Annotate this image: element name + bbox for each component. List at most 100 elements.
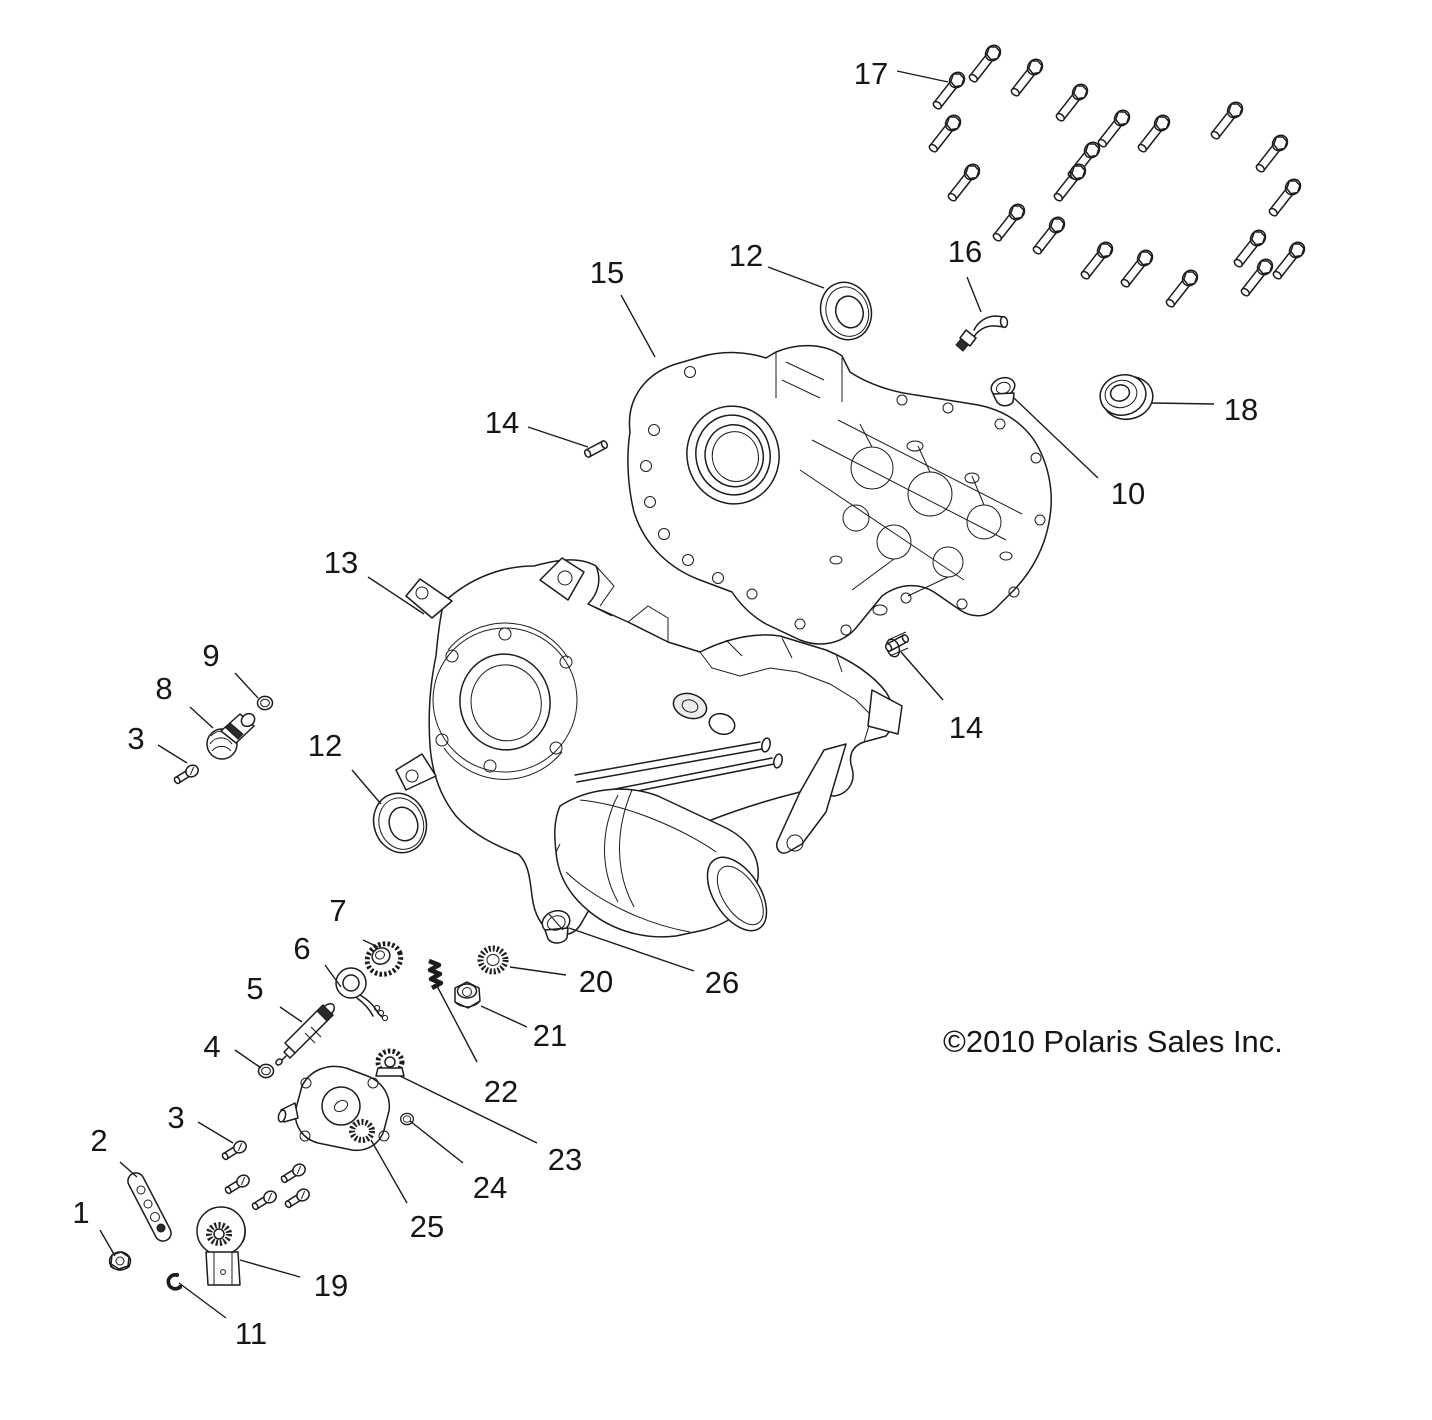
case-bolt-17 (1269, 238, 1309, 283)
callout-leader-20 (509, 966, 567, 976)
part-detent-plunger-5 (275, 1002, 336, 1066)
callout-leader-7 (362, 939, 379, 948)
case-bolt-17 (1265, 175, 1305, 220)
part-nut-21 (454, 981, 481, 1009)
part-shift-weight-6 (335, 967, 389, 1022)
part-bearing-18 (1099, 374, 1154, 421)
callout-leader-24 (409, 1120, 464, 1164)
part-crankcase-inner-13 (395, 557, 909, 938)
callout-leader-13 (367, 576, 425, 615)
callout-leader-21 (480, 1005, 528, 1028)
part-nut-1 (108, 1251, 132, 1271)
callout-number-20: 20 (579, 964, 613, 999)
part-spring-22 (427, 958, 444, 990)
callout-number-10: 10 (1111, 476, 1145, 511)
callout-leader-12b (351, 769, 382, 805)
callout-number-3a: 3 (127, 721, 144, 756)
callout-number-12b: 12 (308, 728, 342, 763)
part-crankcase-outer-15 (627, 344, 1052, 645)
callout-leader-19 (239, 1259, 301, 1278)
callout-number-4: 4 (203, 1029, 220, 1064)
callout-number-22: 22 (484, 1074, 518, 1109)
callout-number-1: 1 (72, 1195, 89, 1230)
callout-number-6: 6 (293, 931, 310, 966)
callout-leader-15 (620, 294, 656, 358)
callout-number-25: 25 (410, 1209, 444, 1244)
case-bolt-17 (1050, 160, 1090, 205)
part-roller-arm-19 (196, 1206, 246, 1286)
callout-number-14a: 14 (485, 405, 519, 440)
part-oring-9 (256, 695, 274, 711)
part-bolt-3-lower (219, 1138, 250, 1164)
case-bolt-17 (1252, 131, 1292, 176)
part-gear-20 (477, 945, 509, 975)
callout-number-14b: 14 (949, 710, 983, 745)
callout-number-5: 5 (246, 971, 263, 1006)
part-oil-pump-25 (277, 1065, 391, 1152)
screw-cluster (222, 1161, 313, 1214)
callout-number-2: 2 (90, 1123, 107, 1158)
callout-number-7: 7 (329, 893, 346, 928)
part-drain-plug-26 (541, 909, 571, 944)
part-eclip-11 (166, 1272, 183, 1291)
bolt-field (925, 41, 1309, 311)
callout-number-19: 19 (314, 1268, 348, 1303)
callout-leader-23 (399, 1075, 538, 1144)
callout-leader-26 (568, 927, 695, 972)
case-bolt-17 (1029, 213, 1069, 258)
case-bolt-17 (1207, 98, 1247, 143)
case-bolt-17 (929, 68, 969, 113)
part-gear-23 (375, 1048, 405, 1077)
callout-number-11: 11 (235, 1316, 267, 1351)
part-seal-12-lower (372, 792, 428, 854)
callout-number-23: 23 (548, 1142, 582, 1177)
case-bolt-17 (1117, 246, 1157, 291)
callout-number-3b: 3 (167, 1100, 184, 1135)
callout-number-13: 13 (324, 545, 358, 580)
case-bolt-17 (1007, 55, 1047, 100)
callout-leader-2 (119, 1161, 138, 1178)
callout-number-9: 9 (202, 638, 219, 673)
callout-number-26: 26 (705, 965, 739, 1000)
case-bolt-17 (1077, 238, 1117, 283)
case-bolt-17 (1162, 266, 1202, 311)
callout-leader-3b (197, 1121, 234, 1144)
callout-leader-18 (1151, 402, 1215, 405)
callout-number-8: 8 (155, 671, 172, 706)
callout-number-21: 21 (533, 1018, 567, 1053)
callout-number-16: 16 (948, 234, 982, 269)
callout-leader-6 (324, 964, 342, 988)
callout-leader-16 (966, 276, 982, 313)
part-gear-7 (364, 941, 404, 977)
callout-number-24: 24 (473, 1170, 507, 1205)
callout-leader-4 (234, 1049, 262, 1069)
callout-leader-8 (189, 706, 214, 729)
callout-leader-14b (900, 651, 944, 701)
callout-leader-1 (99, 1229, 116, 1257)
copyright: ©2010 Polaris Sales Inc. (943, 1024, 1283, 1059)
callout-number-17: 17 (854, 56, 888, 91)
callout-number-15: 15 (590, 255, 624, 290)
callout-number-18: 18 (1224, 392, 1258, 427)
callout-leader-10 (1013, 397, 1099, 479)
case-bolt-17 (1134, 111, 1174, 156)
part-link-plate-2 (127, 1172, 172, 1242)
case-bolt-17 (1094, 106, 1134, 151)
callout-leader-12a (767, 266, 825, 289)
callout-leader-11 (178, 1282, 227, 1319)
callout-leader-9 (234, 672, 259, 699)
callout-leader-3a (157, 744, 188, 764)
case-bolt-17 (1052, 80, 1092, 125)
part-bolt-3-upper (171, 762, 202, 788)
callout-leader-5 (279, 1006, 303, 1023)
callout-leader-17 (896, 70, 949, 83)
part-seal-12-upper (819, 281, 873, 341)
callout-leader-22 (436, 985, 478, 1063)
callout-leader-14a (527, 426, 589, 448)
part-dowel-pin-14-left (582, 439, 610, 459)
callout-layer: 1233456789101112121314141516171819202122… (72, 56, 1258, 1351)
part-elbow-fitting-8 (206, 712, 256, 760)
case-bolt-17 (989, 200, 1029, 245)
